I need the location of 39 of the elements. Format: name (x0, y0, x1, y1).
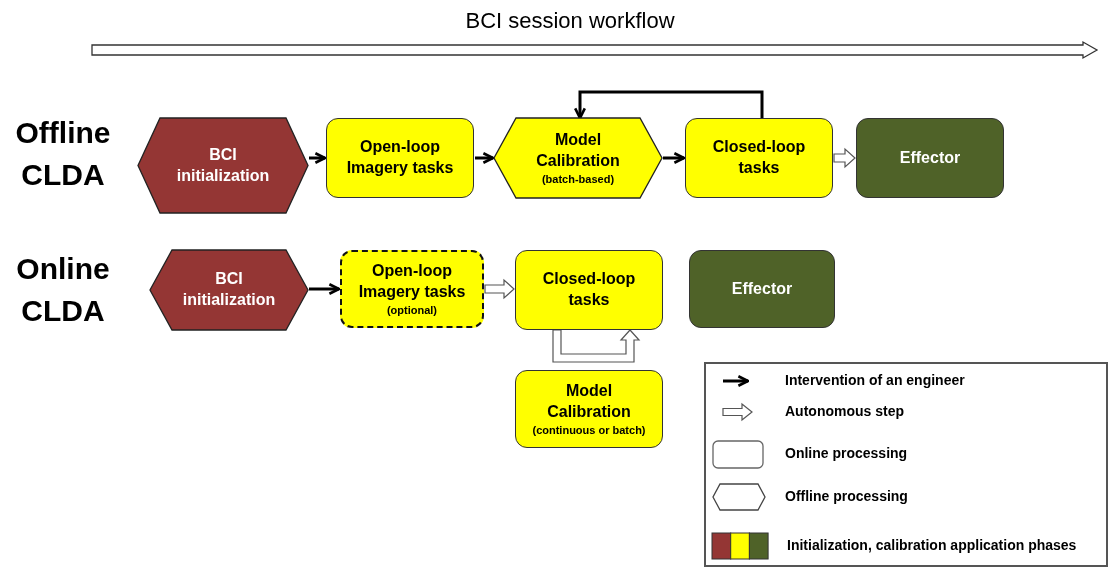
hollow-arrow (552, 329, 641, 363)
hollow-arrow (833, 147, 856, 169)
row-label: Offline CLDA (14, 115, 112, 193)
legend-label: Offline processing (785, 488, 908, 504)
node-note: (batch-based) (541, 171, 615, 186)
arrow (663, 151, 686, 165)
arrow (309, 282, 341, 296)
process-box (689, 250, 835, 328)
process-box (326, 118, 474, 198)
node-note: (optional) (386, 302, 438, 317)
node-title: Open-loop Imagery tasks (357, 261, 467, 302)
legend-label: Online processing (785, 445, 908, 461)
process-box (856, 118, 1004, 198)
node-note: (continuous or batch) (532, 422, 646, 437)
process-box (515, 370, 663, 448)
arrow (475, 151, 495, 165)
process-box (515, 250, 663, 330)
arrow (573, 90, 764, 120)
hollow-arrow (484, 278, 515, 300)
legend-label: Intervention of an engineer (785, 372, 965, 388)
legend-label: Initialization, calibration application phases (787, 537, 1077, 553)
node-title: Model Calibration (535, 130, 621, 171)
node-title: Closed-loop tasks (711, 137, 807, 178)
node-title: Model Calibration (546, 381, 632, 422)
diagram-title: BCI session workflow (464, 8, 676, 34)
arrow (309, 151, 327, 165)
row-label: Online CLDA (15, 251, 111, 329)
process-box (685, 118, 833, 198)
hexagon-node (150, 250, 308, 330)
process-box (340, 250, 484, 328)
hexagon-node (494, 118, 662, 198)
hexagon-node (138, 118, 308, 213)
legend-label: Autonomous step (785, 403, 904, 419)
node-title: BCI initialization (175, 144, 271, 186)
node-title: Open-loop Imagery tasks (345, 137, 455, 178)
node-title: Effector (731, 278, 793, 299)
node-title: BCI initialization (181, 269, 277, 310)
node-title: Closed-loop tasks (541, 269, 637, 310)
node-title: Effector (899, 147, 961, 168)
